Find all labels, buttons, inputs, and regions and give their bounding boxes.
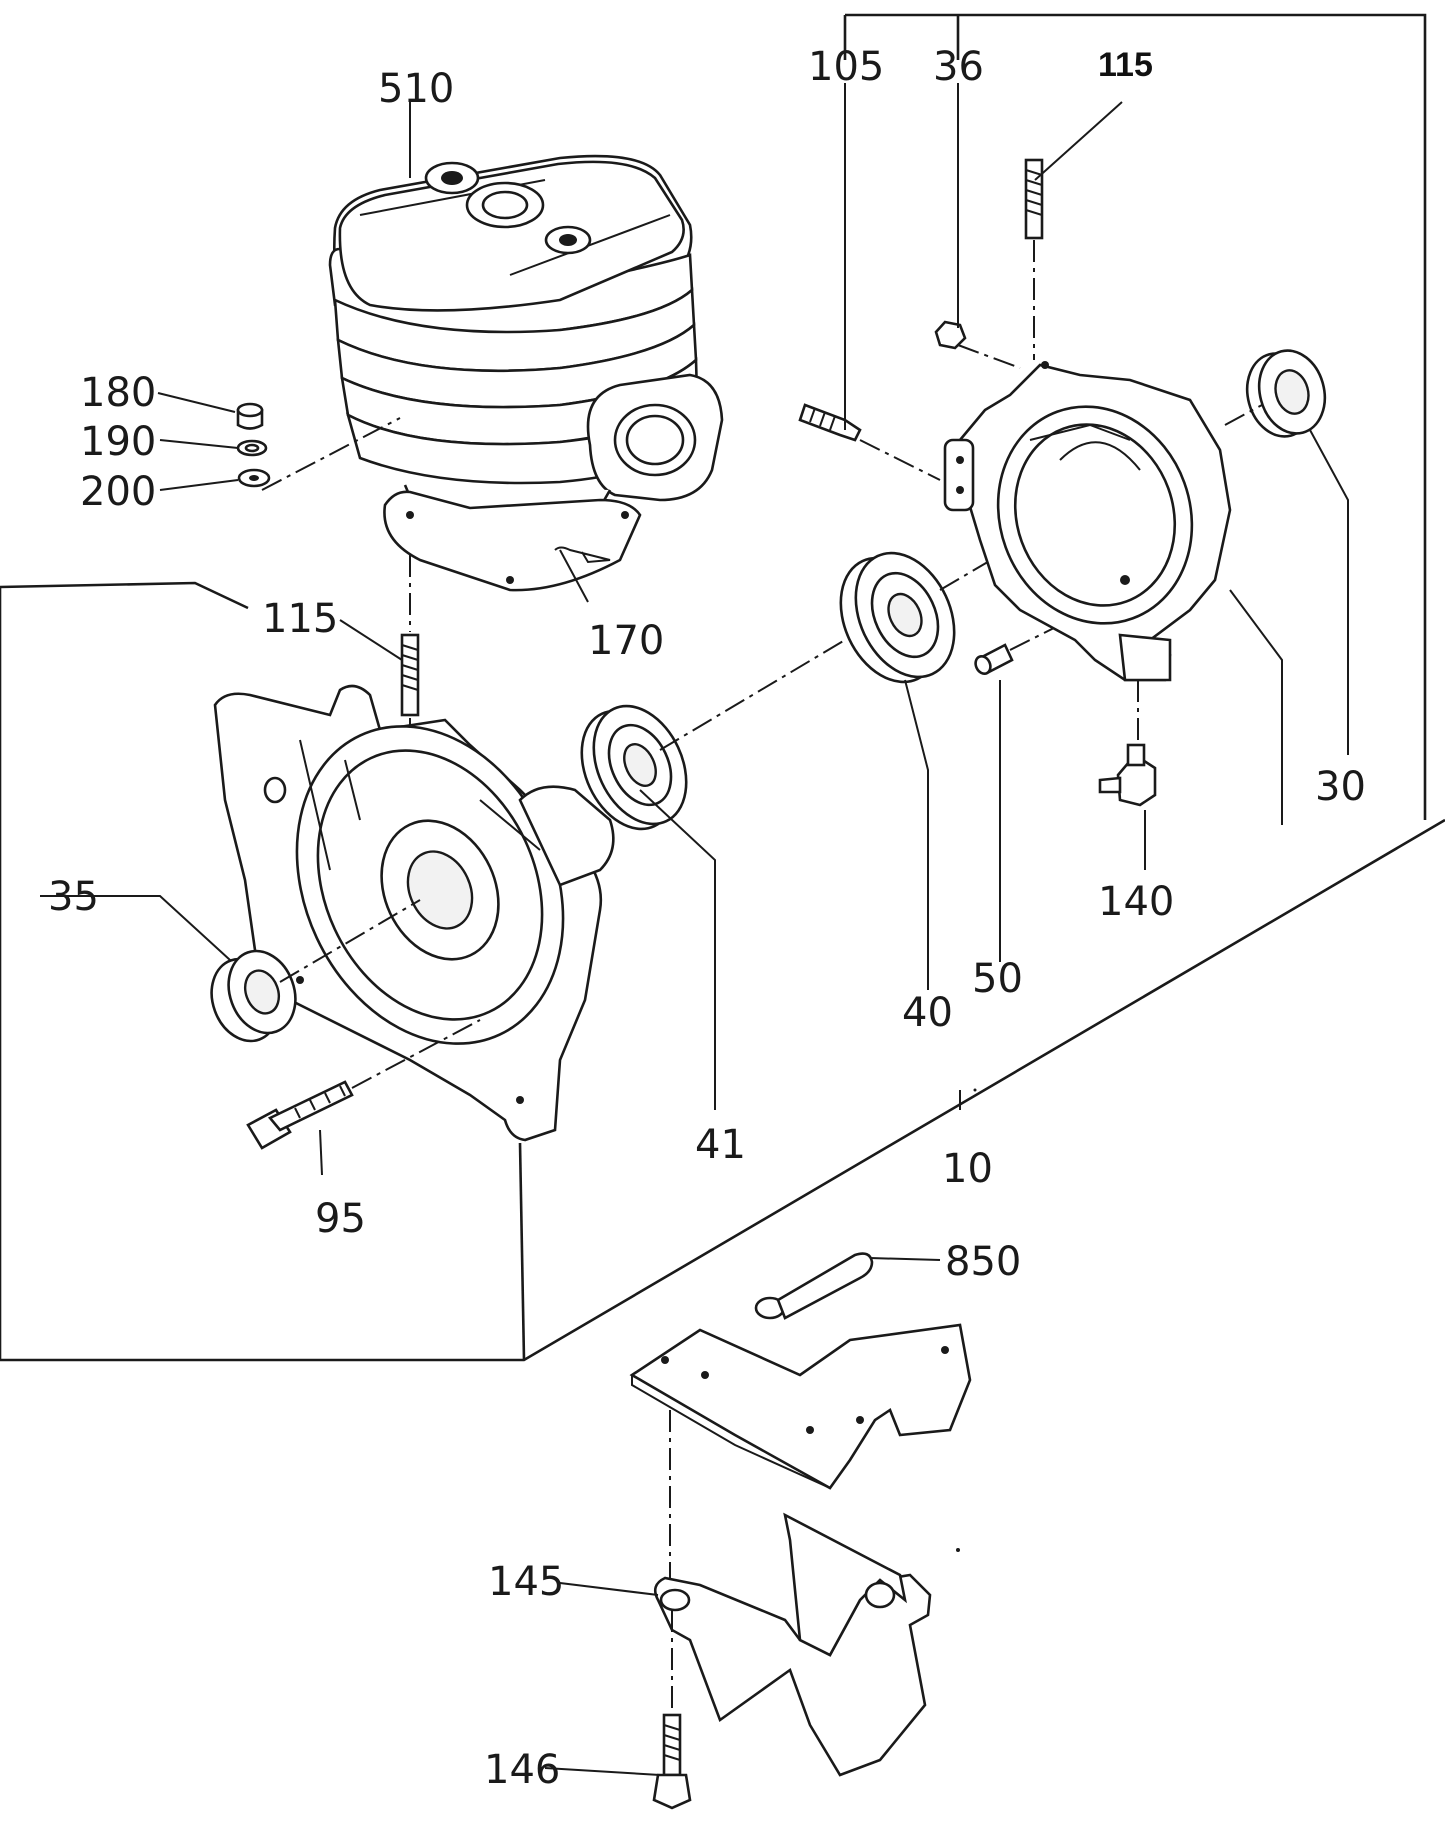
crankcase-left: [213, 684, 615, 1142]
label-180: 180: [80, 370, 156, 416]
label-115-left: 115: [262, 596, 338, 642]
screw: [246, 1019, 481, 1150]
stud-left: [400, 555, 420, 750]
bracket-lower: [653, 1512, 932, 1777]
part-labels: 510 180 190 200 170 115 35 95 41 105 36 …: [48, 44, 1366, 1793]
label-145: 145: [488, 1559, 564, 1605]
label-140: 140: [1098, 879, 1174, 925]
specks: [956, 1088, 977, 1552]
label-510: 510: [378, 66, 454, 112]
dowel-pin: [974, 594, 1121, 675]
label-35: 35: [48, 874, 99, 920]
bearing-41: [580, 639, 846, 831]
cylinder: [328, 154, 724, 592]
stud-right: [1024, 158, 1044, 360]
label-170: 170: [588, 618, 664, 664]
label-36: 36: [933, 44, 984, 90]
nut-washer-stack: [236, 402, 401, 491]
label-10: 10: [942, 1146, 993, 1192]
label-850: 850: [945, 1239, 1021, 1285]
crankcase-right: [943, 361, 1232, 682]
assembly-boundary-lines: [0, 13, 1445, 1362]
nut-36: [934, 320, 1021, 369]
label-115-right: 115: [1098, 46, 1153, 84]
label-146: 146: [484, 1747, 560, 1793]
fitting-105: [798, 403, 941, 481]
seal-right: [1224, 349, 1327, 438]
label-190: 190: [80, 419, 156, 465]
label-95: 95: [315, 1196, 366, 1242]
fitting-140: [1098, 680, 1157, 807]
label-105: 105: [808, 44, 884, 90]
clip-850: [754, 1252, 874, 1320]
label-40: 40: [902, 990, 953, 1036]
label-200: 200: [80, 469, 156, 515]
bracket-upper: [629, 1323, 972, 1490]
label-41: 41: [695, 1122, 746, 1168]
seal-left: [210, 899, 421, 1043]
bolt-146: [652, 1610, 692, 1810]
leader-lines: [40, 83, 1349, 1776]
label-30: 30: [1315, 764, 1366, 810]
bearing-40: [839, 504, 1086, 684]
label-50: 50: [972, 956, 1023, 1002]
